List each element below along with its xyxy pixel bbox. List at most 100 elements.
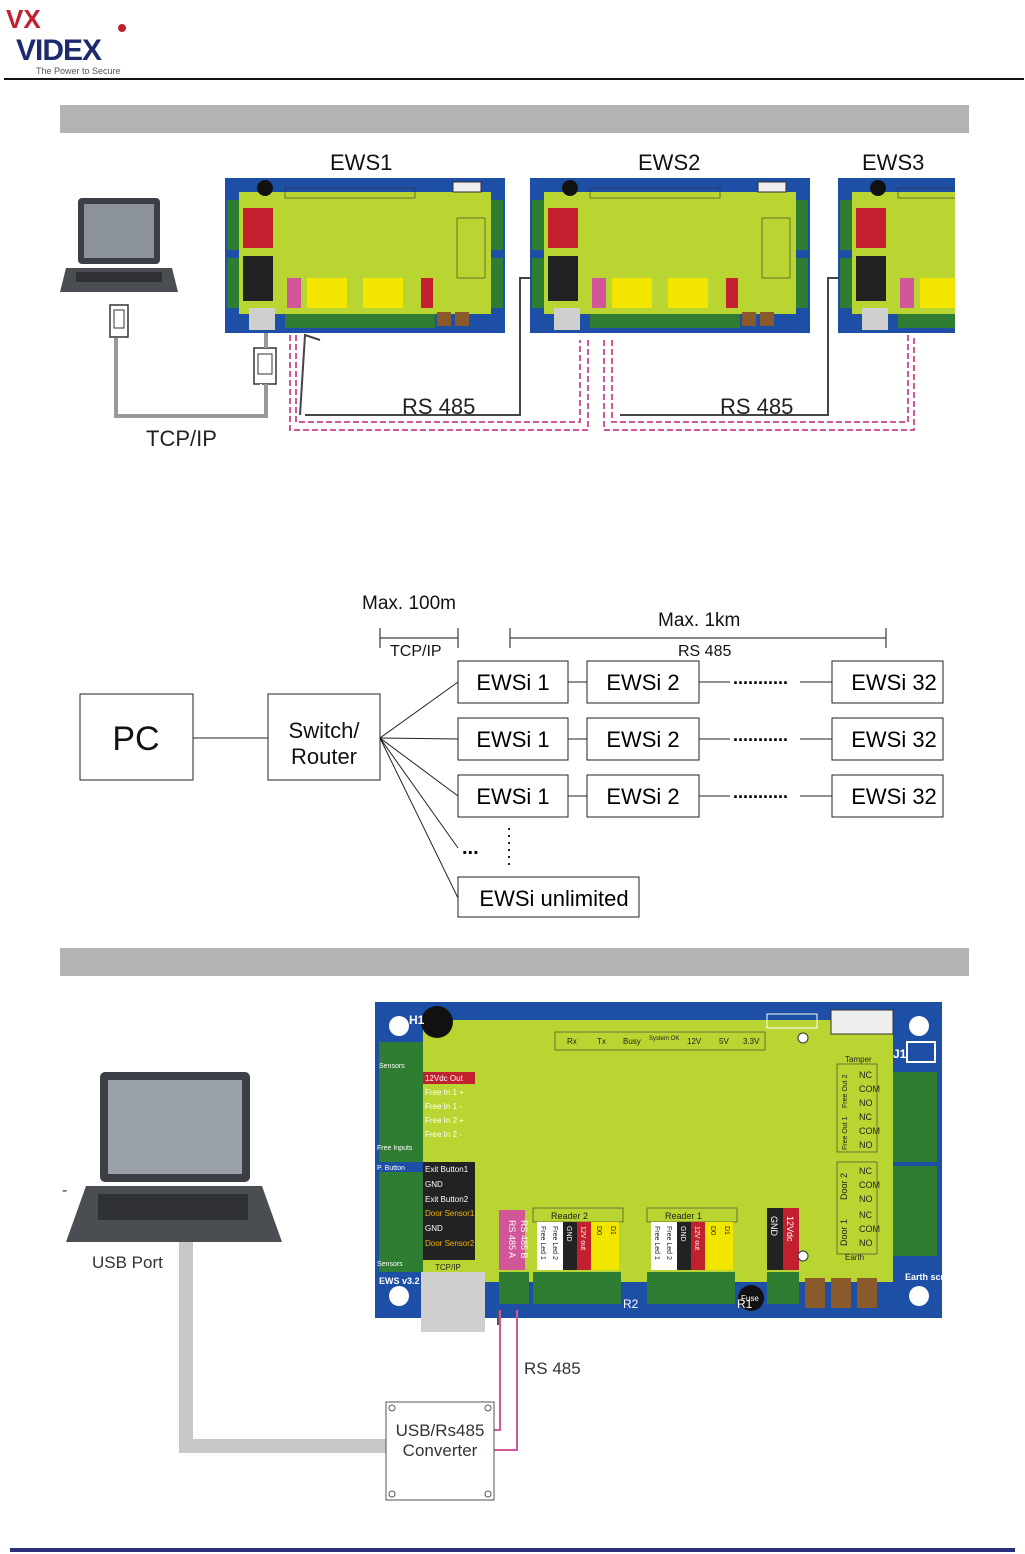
tcpip-label: TCP/IP (146, 426, 217, 451)
usb-cable (179, 1242, 388, 1453)
videx-logo: VX VIDEX The Power to Secure (6, 4, 136, 76)
tcpip-cable (114, 338, 268, 418)
unlimited-label: EWSi unlimited (479, 886, 628, 911)
group-free-out1: Free Out 1 (842, 1116, 849, 1150)
logo-wordmark: VIDEX (16, 34, 102, 67)
rs485-a: RS 485 A (507, 1220, 517, 1258)
reader1-label: Reader 1 (665, 1211, 702, 1221)
r1-d1: D1 (723, 1226, 730, 1235)
row-1: EWSi 1 EWSi 2 ........... EWSi 32 (457, 660, 944, 704)
max-tcp-label: Max. 100m (362, 593, 456, 614)
router-label: Router (291, 744, 357, 769)
r1-label: R1 (737, 1297, 753, 1311)
led-tx: Tx (597, 1037, 606, 1046)
r1-gnd: GND (679, 1226, 686, 1242)
ews2-label: EWS2 (638, 150, 700, 175)
row1-second: EWSi 2 (606, 670, 679, 695)
network-wiring-diagram: TCP/IP EWS1 EWS2 EWS3 RS 485 RS 485 (60, 150, 955, 451)
ews-board: H1 J1 Rx Tx Busy System OK 12V 5V 3.3V T… (375, 1002, 957, 1332)
row2-last: EWSi 32 (851, 727, 937, 752)
side-free-inputs: Free Inputs (377, 1145, 413, 1152)
led-12v: 12V (687, 1037, 702, 1046)
pc-box (79, 693, 194, 781)
relay-b-nc1: NC (859, 1166, 872, 1176)
videx-logo-graphic: VX VIDEX The Power to Secure (6, 4, 126, 76)
r2-gnd: GND (565, 1226, 572, 1242)
group-free-out2: Free Out 2 (842, 1074, 849, 1108)
r2-d0: D0 (595, 1226, 602, 1235)
rs485-cable (289, 277, 915, 431)
r2-d1: D1 (609, 1226, 616, 1235)
header-j1: J1 (893, 1047, 907, 1061)
converter-label-1: USB/Rs485 (396, 1421, 485, 1440)
led-5v: 5V (719, 1037, 729, 1046)
group-door1: Door 1 (839, 1219, 849, 1246)
term-gnd-1: GND (425, 1180, 443, 1189)
header-rule (4, 78, 1024, 80)
tcp-span-label: TCP/IP (390, 643, 442, 660)
usb-rs485-converter (385, 1401, 495, 1501)
pc-label: PC (112, 720, 159, 758)
term-12vdc-out: 12Vdc Out (425, 1074, 464, 1083)
logo-tagline: The Power to Secure (36, 66, 121, 76)
tcpip-port-label: TCP/IP (435, 1263, 461, 1272)
r1-free-led2: Free Led 2 (665, 1226, 672, 1260)
row3-last: EWSi 32 (851, 784, 937, 809)
logo-mark: VX (6, 4, 41, 34)
reader2-label: Reader 2 (551, 1211, 588, 1221)
r2-label: R2 (623, 1297, 639, 1311)
power-12vdc: 12Vdc (785, 1216, 795, 1242)
earth-screw-label: Earth screw (905, 1272, 957, 1282)
laptop-icon (60, 198, 178, 292)
term-exit-button2: Exit Button2 (425, 1195, 469, 1204)
rj45-plug-icon (253, 347, 277, 385)
converter-label-2: Converter (403, 1441, 478, 1460)
relay-b-com2: COM (859, 1224, 880, 1234)
fuse-label: Fuse (741, 1294, 759, 1303)
led-system-ok: System OK (649, 1036, 679, 1042)
term-free-in-2n: Free In 2 - (425, 1130, 462, 1139)
usb-port-label: USB Port (92, 1253, 163, 1272)
relay-a-com2: COM (859, 1126, 880, 1136)
section-bar-usb (60, 948, 969, 976)
row1-last: EWSi 32 (851, 670, 937, 695)
row-2: EWSi 1 EWSi 2 ........... EWSi 32 (457, 717, 944, 761)
tamper-label: Tamper (845, 1055, 872, 1064)
ews3-label: EWS3 (862, 150, 924, 175)
group-door2: Door 2 (839, 1173, 849, 1200)
side-sensors: Sensors (377, 1261, 403, 1268)
power-gnd: GND (769, 1216, 779, 1237)
logo-dot (118, 24, 126, 32)
row2-dots: ........... (733, 725, 788, 745)
laptop-icon (66, 1072, 282, 1242)
relay-b-com1: COM (859, 1180, 880, 1190)
r1-free-led1: Free Led 1 (653, 1226, 660, 1260)
rj45-plug-icon (109, 304, 129, 338)
relay-a-nc1: NC (859, 1070, 872, 1080)
rs485-label-1: RS 485 (402, 394, 475, 419)
row1-dots: ........... (733, 668, 788, 688)
term-exit-button1: Exit Button1 (425, 1165, 469, 1174)
row3-dots: ........... (733, 782, 788, 802)
stray-dash: - (62, 1182, 67, 1199)
rs485-b: RS 485 B (519, 1220, 529, 1259)
r2-free-led2: Free Led 2 (551, 1226, 558, 1260)
r1-12v-out: 12V out (693, 1226, 700, 1250)
side-sensors-top: Sensors (379, 1063, 405, 1070)
topology-diagram: Max. 100m TCP/IP Max. 1km RS 485 PC Swit… (79, 593, 944, 918)
usb-connection-diagram: - USB Port H1 J1 Rx Tx Busy Syste (62, 1002, 957, 1501)
switch-router-box (267, 693, 381, 781)
row1-first: EWSi 1 (476, 670, 549, 695)
unlimited-box (457, 876, 640, 918)
fuse (738, 1285, 764, 1311)
term-free-in-1n: Free In 1 - (425, 1102, 462, 1111)
switch-label: Switch/ (289, 718, 361, 743)
relay-b-no2: NO (859, 1238, 873, 1248)
relay-a-no1: NO (859, 1098, 873, 1108)
rj45-port (421, 1272, 485, 1332)
r2-free-led1: Free Led 1 (539, 1226, 546, 1260)
relay-a-no2: NO (859, 1140, 873, 1150)
relay-b-nc2: NC (859, 1210, 872, 1220)
relay-a-com1: COM (859, 1084, 880, 1094)
term-free-in-1p: Free In 1 + (425, 1088, 464, 1097)
